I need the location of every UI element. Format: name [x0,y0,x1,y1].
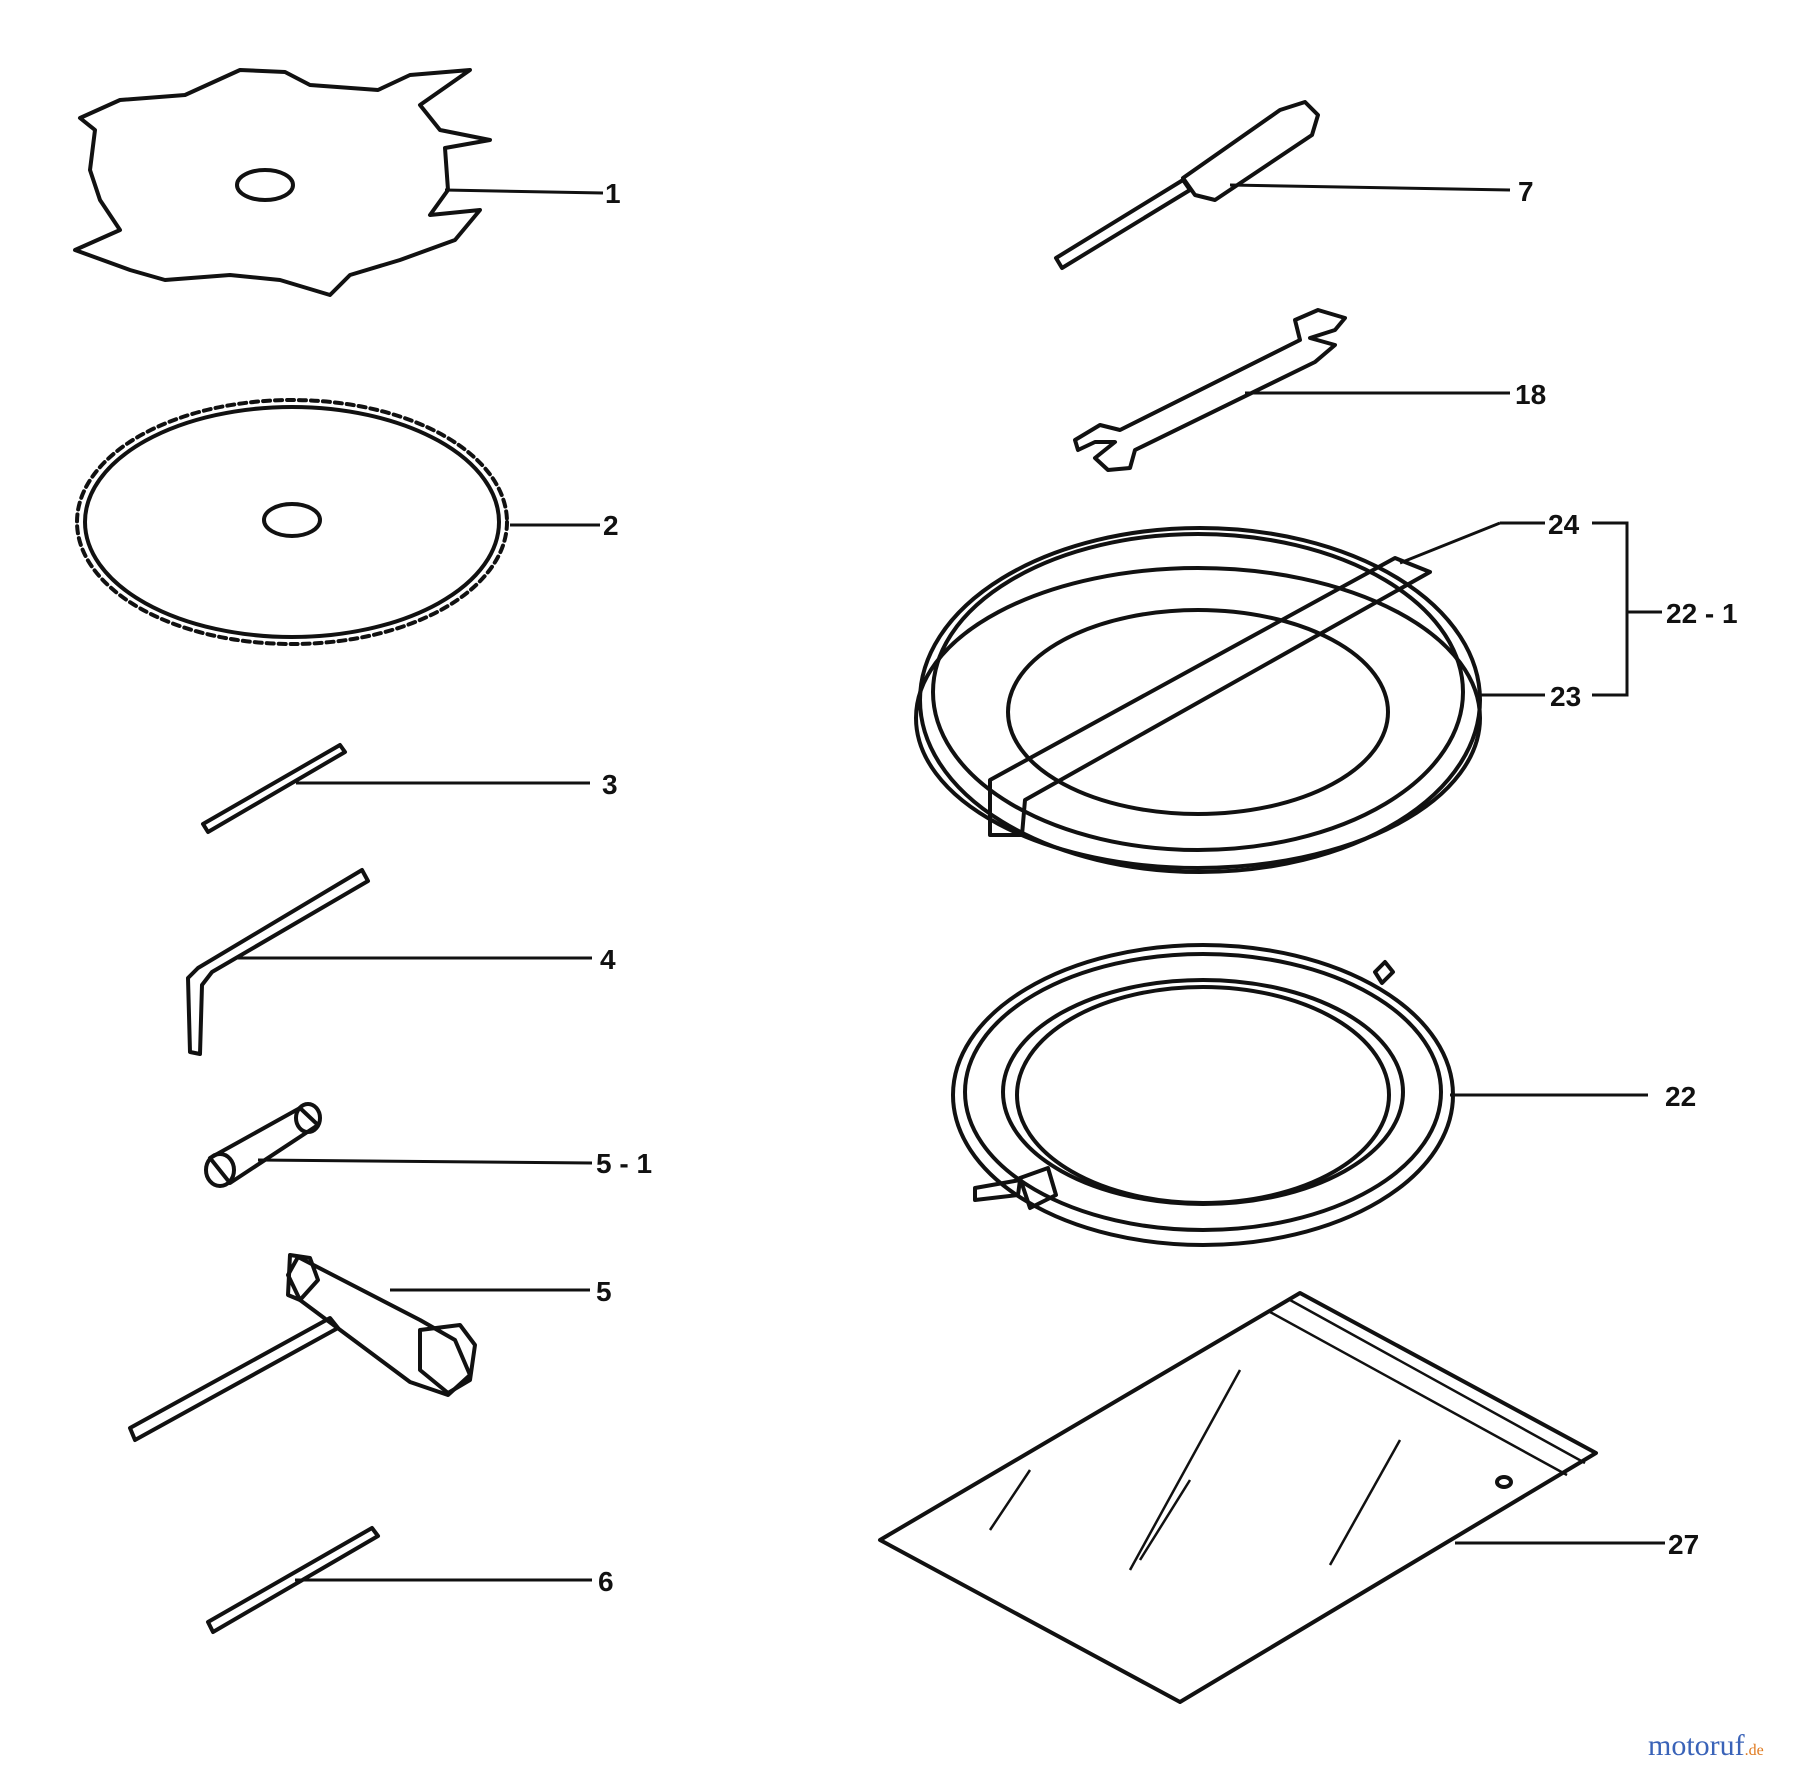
watermark-main: motoruf [1648,1729,1745,1762]
label-27: 27 [1668,1529,1699,1560]
plastic-bag-drawing [878,1291,1665,1704]
watermark-suffix: .de [1745,1742,1764,1759]
label-2: 2 [603,510,619,541]
watermark-logo: motoruf.de [1648,1729,1764,1762]
label-24: 24 [1548,509,1580,540]
label-6: 6 [598,1566,614,1597]
t-plug-wrench-drawing [128,1253,590,1442]
label-7: 7 [1518,176,1534,207]
label-1: 1 [605,178,621,209]
rod-drawing [206,1526,592,1634]
label-5: 5 [596,1276,612,1307]
label-22-1: 22 - 1 [1666,598,1738,629]
pin-drawing [201,743,590,834]
coiled-band-drawing [914,521,1662,874]
plug-wrench-small-drawing [204,1102,593,1188]
label-23: 23 [1550,681,1581,712]
label-4: 4 [600,944,616,975]
hex-key-drawing [186,868,592,1056]
label-18: 18 [1515,379,1546,410]
saw-blade-drawing [75,398,600,646]
band-ring-drawing [951,943,1648,1247]
screwdriver-drawing [1054,100,1511,270]
label-22: 22 [1665,1081,1696,1112]
label-5-1: 5 - 1 [596,1148,652,1179]
label-3: 3 [602,769,618,800]
four-tooth-blade-drawing [73,68,604,297]
spanner-drawing [1073,308,1510,472]
